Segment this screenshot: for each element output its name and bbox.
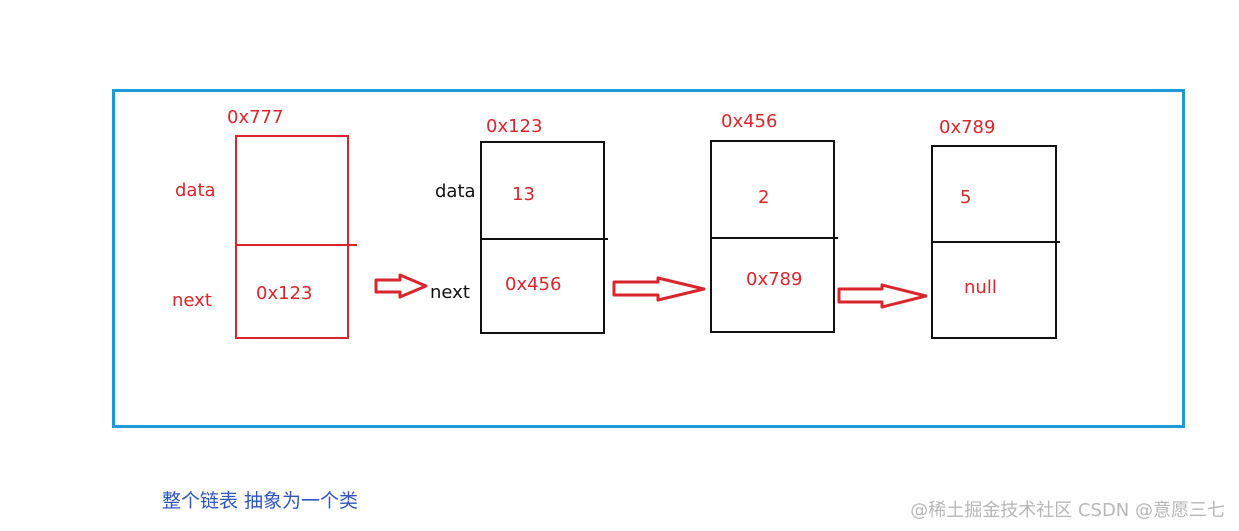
- node1-divider: [480, 238, 608, 240]
- node1-box: [480, 141, 605, 334]
- head-address: 0x777: [227, 107, 284, 128]
- right-arrow-icon: [837, 283, 928, 309]
- node3-divider: [931, 241, 1060, 243]
- diagram-caption: 整个链表 抽象为一个类: [162, 490, 359, 512]
- node1-address: 0x123: [486, 116, 543, 137]
- node2-data-value: 2: [758, 187, 770, 208]
- node3-next-value: null: [964, 277, 997, 298]
- right-arrow-icon: [374, 273, 428, 299]
- watermark: @稀土掘金技术社区 CSDN @意愿三七: [910, 500, 1225, 521]
- node2-next-value: 0x789: [746, 269, 803, 290]
- head-data-label: data: [175, 180, 216, 201]
- node2-address: 0x456: [721, 111, 778, 132]
- head-next-label: next: [172, 290, 212, 311]
- node3-data-value: 5: [960, 187, 972, 208]
- head-node-divider: [235, 244, 357, 246]
- node1-next-label: next: [430, 282, 470, 303]
- node1-data-value: 13: [512, 184, 535, 205]
- node2-box: [710, 140, 835, 333]
- head-node-box: [235, 135, 349, 339]
- node3-address: 0x789: [939, 117, 996, 138]
- node1-data-label: data: [435, 181, 476, 202]
- node1-next-value: 0x456: [505, 274, 562, 295]
- head-next-value: 0x123: [256, 283, 313, 304]
- class-boundary-frame: [112, 89, 1185, 428]
- node2-divider: [710, 237, 838, 239]
- right-arrow-icon: [612, 276, 706, 302]
